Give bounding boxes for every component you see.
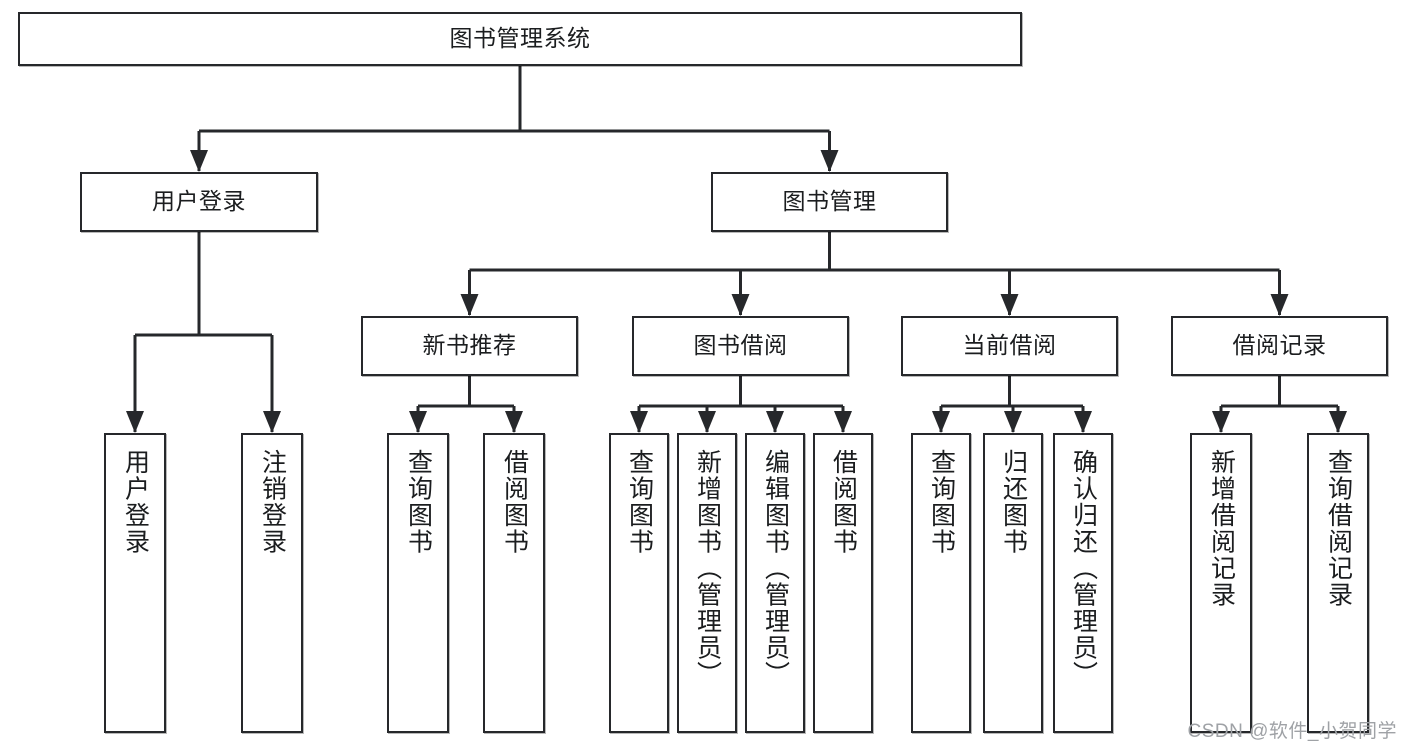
node-label: 确认归还（管理员） bbox=[1069, 449, 1098, 688]
node-leaf-add-record[interactable]: 新增借阅记录 bbox=[1190, 433, 1252, 733]
node-leaf-borrow-book-1[interactable]: 借阅图书 bbox=[483, 433, 545, 733]
node-leaf-add-book[interactable]: 新增图书（管理员） bbox=[677, 433, 737, 733]
node-leaf-borrow-book-2[interactable]: 借阅图书 bbox=[813, 433, 873, 733]
arrow-head-leaf-confirm-return bbox=[1074, 411, 1092, 433]
arrow-head-leaf-edit-book bbox=[766, 411, 784, 433]
node-book-borrow[interactable]: 图书借阅 bbox=[632, 316, 849, 376]
watermark: CSDN @软件_小贺同学 bbox=[1187, 721, 1397, 742]
node-label: 图书管理系统 bbox=[449, 25, 591, 52]
node-label: 新书推荐 bbox=[422, 332, 517, 359]
node-label: 用户登录 bbox=[121, 449, 150, 555]
node-leaf-query-record[interactable]: 查询借阅记录 bbox=[1307, 433, 1369, 733]
arrow-head-new-book-rec bbox=[460, 294, 479, 316]
node-new-book-rec[interactable]: 新书推荐 bbox=[361, 316, 578, 376]
node-label: 新增借阅记录 bbox=[1207, 449, 1236, 608]
node-label: 用户登录 bbox=[152, 188, 246, 215]
node-leaf-edit-book[interactable]: 编辑图书（管理员） bbox=[745, 433, 805, 733]
arrow-head-leaf-add-record bbox=[1212, 411, 1230, 433]
arrow-head-leaf-borrow-book-1 bbox=[505, 411, 523, 433]
node-current-borrow[interactable]: 当前借阅 bbox=[901, 316, 1118, 376]
arrow-head-leaf-borrow-book-2 bbox=[834, 411, 852, 433]
node-label: 借阅图书 bbox=[500, 449, 529, 555]
arrow-head-leaf-user-login bbox=[126, 411, 144, 433]
node-label: 查询图书 bbox=[927, 449, 956, 555]
arrow-head-user-login bbox=[190, 150, 208, 172]
arrow-head-book-borrow bbox=[731, 294, 750, 316]
arrow-head-leaf-query-book-3 bbox=[932, 411, 950, 433]
node-leaf-return-book[interactable]: 归还图书 bbox=[983, 433, 1043, 733]
arrow-head-leaf-query-record bbox=[1329, 411, 1347, 433]
node-label: 查询图书 bbox=[625, 449, 654, 555]
node-leaf-query-book-3[interactable]: 查询图书 bbox=[911, 433, 971, 733]
arrow-head-leaf-query-book-2 bbox=[630, 411, 648, 433]
node-label: 新增图书（管理员） bbox=[693, 449, 722, 688]
node-label: 图书借阅 bbox=[693, 332, 788, 359]
arrow-head-leaf-logout-login bbox=[263, 411, 281, 433]
arrow-head-current-borrow bbox=[1000, 294, 1019, 316]
node-leaf-logout-login[interactable]: 注销登录 bbox=[241, 433, 303, 733]
node-leaf-query-book-2[interactable]: 查询图书 bbox=[609, 433, 669, 733]
arrow-head-leaf-query-book-1 bbox=[409, 411, 427, 433]
node-borrow-record[interactable]: 借阅记录 bbox=[1171, 316, 1388, 376]
node-leaf-user-login[interactable]: 用户登录 bbox=[104, 433, 166, 733]
arrow-head-leaf-add-book bbox=[698, 411, 716, 433]
node-label: 图书管理 bbox=[782, 188, 877, 215]
node-book-manage[interactable]: 图书管理 bbox=[711, 172, 948, 232]
node-leaf-query-book-1[interactable]: 查询图书 bbox=[387, 433, 449, 733]
node-leaf-confirm-return[interactable]: 确认归还（管理员） bbox=[1053, 433, 1113, 733]
node-label: 借阅图书 bbox=[829, 449, 858, 555]
node-label: 查询图书 bbox=[404, 449, 433, 555]
node-label: 编辑图书（管理员） bbox=[761, 449, 790, 688]
node-label: 借阅记录 bbox=[1232, 332, 1327, 359]
arrow-head-leaf-return-book bbox=[1004, 411, 1022, 433]
node-root[interactable]: 图书管理系统 bbox=[18, 12, 1022, 66]
node-label: 查询借阅记录 bbox=[1324, 449, 1353, 608]
arrow-head-borrow-record bbox=[1270, 294, 1289, 316]
node-user-login[interactable]: 用户登录 bbox=[80, 172, 318, 232]
arrow-head-book-manage bbox=[820, 150, 839, 172]
node-label: 当前借阅 bbox=[962, 332, 1057, 359]
node-label: 归还图书 bbox=[999, 449, 1028, 555]
node-label: 注销登录 bbox=[258, 449, 287, 555]
